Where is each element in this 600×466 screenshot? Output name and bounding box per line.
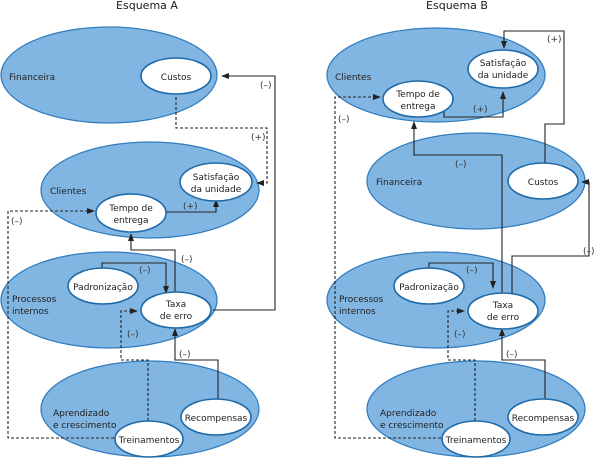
node-satisfacao-label-1: Satisfação xyxy=(480,59,527,69)
node-satisfacao-label-1: Satisfação xyxy=(193,173,240,183)
label-aprendizado-2: e crescimento xyxy=(380,421,444,431)
link-treinamentos-tempo xyxy=(7,208,114,439)
node-satisfacao: Satisfação da unidade xyxy=(179,162,253,202)
scheme-b-title: Esquema B xyxy=(426,0,488,12)
node-recompensas: Recompensas xyxy=(507,398,579,436)
node-padronizacao: Padronização xyxy=(67,267,139,305)
link-tempo-satisfacao xyxy=(443,91,506,118)
link-treinamentos-tempo xyxy=(334,94,441,439)
link-tempo-satisfacao xyxy=(166,199,219,213)
sign-custos-satisfacao: (+) xyxy=(547,35,562,45)
sign-padronizacao-taxa: (–) xyxy=(139,266,151,276)
label-aprendizado-1: Aprendizado xyxy=(380,409,437,419)
sign-taxa-custos: (–) xyxy=(260,81,272,91)
link-custos-satisfacao xyxy=(175,92,268,186)
sign-padronizacao-taxa: (–) xyxy=(466,266,478,276)
scheme-a: Esquema A Financeira Clientes Processos … xyxy=(0,0,276,458)
label-processos-1: Processos xyxy=(12,295,57,305)
node-padronizacao-label: Padronização xyxy=(73,283,133,293)
scheme-a-title: Esquema A xyxy=(116,0,178,12)
sign-taxa-tempo: (–) xyxy=(455,160,467,170)
sign-treinamentos-tempo: (–) xyxy=(338,115,350,125)
sign-treinamentos-taxa: (–) xyxy=(127,330,139,340)
node-taxa-label-1: Taxa xyxy=(165,300,186,310)
label-processos-1: Processos xyxy=(339,295,384,305)
node-satisfacao-label-2: da unidade xyxy=(191,185,242,195)
sign-taxa-custos: (–) xyxy=(583,247,595,257)
node-taxa-erro: Taxa de erro xyxy=(467,292,539,330)
sign-treinamentos-tempo: (–) xyxy=(11,217,23,227)
node-custos-label: Custos xyxy=(161,73,192,83)
node-tempo-label-2: entrega xyxy=(400,102,435,112)
node-treinamentos-label: Treinamentos xyxy=(118,436,180,446)
node-taxa-erro: Taxa de erro xyxy=(140,291,212,329)
node-custos: Custos xyxy=(507,162,579,200)
link-recompensas-taxa xyxy=(172,328,219,400)
label-financeira: Financeira xyxy=(376,178,422,188)
sign-recompensas-taxa: (–) xyxy=(506,350,518,360)
node-padronizacao-label: Padronização xyxy=(399,283,459,293)
node-treinamentos-label: Treinamentos xyxy=(445,436,507,446)
link-taxa-tempo xyxy=(411,121,503,293)
link-custos-satisfacao xyxy=(501,30,565,163)
label-financeira: Financeira xyxy=(9,73,55,83)
scheme-b: Esquema B Clientes Financeira Processos … xyxy=(326,0,595,458)
node-recompensas: Recompensas xyxy=(180,398,252,436)
node-satisfacao-label-2: da unidade xyxy=(478,71,529,81)
node-recompensas-label: Recompensas xyxy=(185,414,248,424)
sign-tempo-satisfacao: (+) xyxy=(183,202,198,212)
node-taxa-label-1: Taxa xyxy=(492,301,513,311)
label-clientes: Clientes xyxy=(50,187,87,197)
node-tempo-entrega: Tempo de entrega xyxy=(382,80,454,118)
node-tempo-entrega: Tempo de entrega xyxy=(95,193,167,233)
label-processos-2: internos xyxy=(12,307,49,317)
node-custos: Custos xyxy=(140,57,212,95)
link-recompensas-taxa xyxy=(499,328,546,400)
node-tempo-label-1: Tempo de xyxy=(395,90,440,100)
node-tempo-label-2: entrega xyxy=(113,216,148,226)
label-clientes: Clientes xyxy=(335,73,372,83)
node-custos-label: Custos xyxy=(528,178,559,188)
perspective-financeira xyxy=(0,26,218,124)
node-tempo-label-1: Tempo de xyxy=(108,204,153,214)
node-treinamentos: Treinamentos xyxy=(114,420,184,458)
link-treinamentos-taxa xyxy=(120,308,149,421)
label-aprendizado-1: Aprendizado xyxy=(53,409,110,419)
link-treinamentos-taxa xyxy=(447,308,476,421)
link-taxa-custos xyxy=(511,179,590,293)
label-aprendizado-2: e crescimento xyxy=(53,421,117,431)
node-padronizacao: Padronização xyxy=(393,267,465,305)
node-satisfacao: Satisfação da unidade xyxy=(467,49,539,89)
node-taxa-label-2: de erro xyxy=(160,312,193,322)
node-treinamentos: Treinamentos xyxy=(441,420,511,458)
sign-taxa-tempo: (–) xyxy=(181,255,193,265)
link-taxa-custos xyxy=(213,73,276,311)
node-taxa-label-2: de erro xyxy=(487,313,520,323)
node-recompensas-label: Recompensas xyxy=(512,414,575,424)
sign-custos-satisfacao: (+) xyxy=(251,133,266,143)
sign-recompensas-taxa: (–) xyxy=(179,350,191,360)
sign-tempo-satisfacao: (+) xyxy=(473,105,488,115)
link-taxa-tempo xyxy=(128,233,176,293)
label-processos-2: internos xyxy=(339,307,376,317)
sign-treinamentos-taxa: (–) xyxy=(454,330,466,340)
